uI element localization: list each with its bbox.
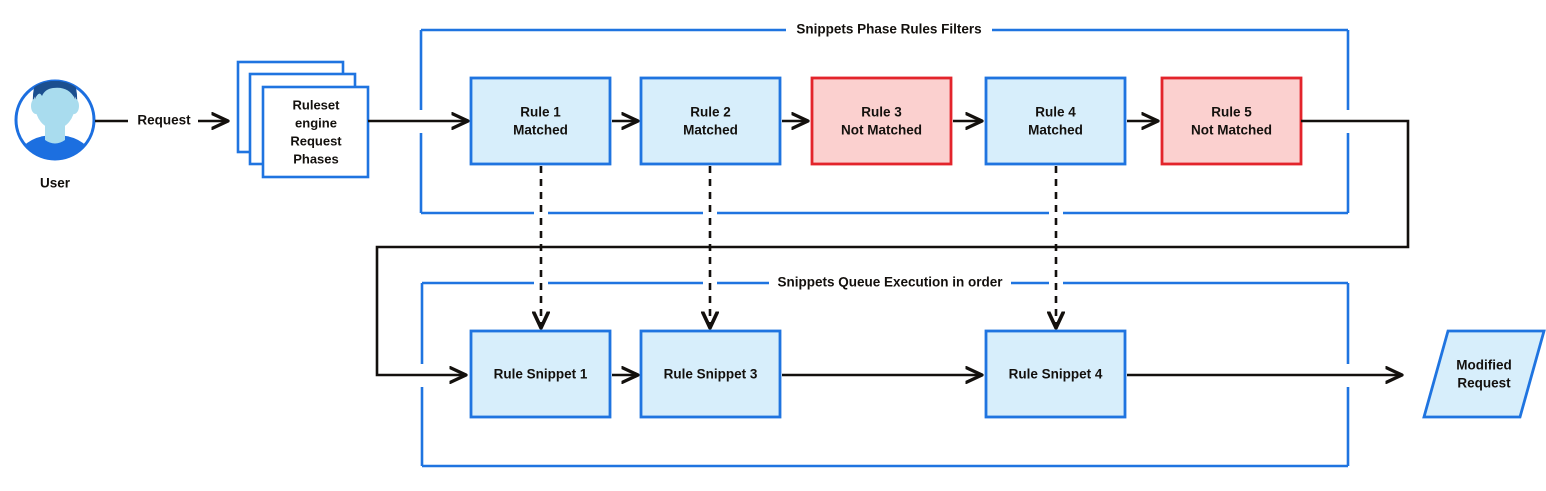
rule-2-name: Rule 2 [690,105,731,120]
ruleset-engine-stack[interactable]: Ruleset engine Request Phases [236,60,370,179]
snippet-3-label: Rule Snippet 3 [664,367,758,382]
rule-1-name: Rule 1 [520,105,561,120]
rule-4-name: Rule 4 [1035,105,1076,120]
rule-2-status: Matched [683,123,738,138]
rule-box-rule-3[interactable]: Rule 3 Not Matched [810,76,953,166]
ruleset-label-line-4: Phases [293,151,339,166]
output-label-line-2: Request [1457,376,1511,391]
group-snippets-phase-rules-filters: Snippets Phase Rules Filters [419,22,1350,215]
ruleset-label-line-3: Request [290,133,342,148]
group-snippets-queue-execution: Snippets Queue Execution in order [420,275,1350,468]
user-caption: User [40,176,71,191]
output-label-line-1: Modified [1456,358,1512,373]
rule-box-rule-2[interactable]: Rule 2 Matched [639,76,782,166]
snippet-box-rule-snippet-3[interactable]: Rule Snippet 3 [639,329,782,419]
snippet-box-rule-snippet-4[interactable]: Rule Snippet 4 [984,329,1127,419]
output-modified-request[interactable]: Modified Request [1422,329,1546,419]
rule-3-status: Not Matched [841,123,922,138]
snippet-1-label: Rule Snippet 1 [494,367,588,382]
ruleset-stack-card-front [261,85,370,179]
rule-1-status: Matched [513,123,568,138]
snippet-4-label: Rule Snippet 4 [1009,367,1103,382]
group-label-queue-execution: Snippets Queue Execution in order [777,275,1003,290]
rule-box-rule-5[interactable]: Rule 5 Not Matched [1160,76,1303,166]
snippet-box-rule-snippet-1[interactable]: Rule Snippet 1 [469,329,612,419]
rule-box-rule-1[interactable]: Rule 1 Matched [469,76,612,166]
ruleset-label-line-2: engine [295,115,337,130]
group-label-phase-filters: Snippets Phase Rules Filters [796,22,981,37]
edge-label-request: Request [137,113,191,128]
rule-4-status: Matched [1028,123,1083,138]
edge-phase-to-queue-return-path [375,119,1410,375]
ruleset-label-line-1: Ruleset [293,97,341,112]
rule-3-name: Rule 3 [861,105,902,120]
rule-box-rule-4[interactable]: Rule 4 Matched [984,76,1127,166]
rule-5-status: Not Matched [1191,123,1272,138]
user-avatar-icon [14,79,96,161]
rule-5-name: Rule 5 [1211,105,1252,120]
